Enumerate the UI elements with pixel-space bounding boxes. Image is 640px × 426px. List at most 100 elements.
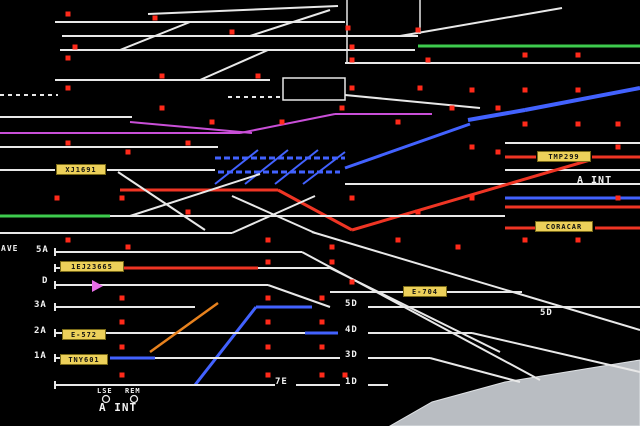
signal-marker[interactable] <box>119 372 125 378</box>
signal-marker[interactable] <box>417 85 423 91</box>
signal-marker[interactable] <box>159 105 165 111</box>
signal-marker[interactable] <box>469 195 475 201</box>
signal-marker[interactable] <box>349 279 355 285</box>
signal-marker[interactable] <box>119 195 125 201</box>
track-segment <box>193 306 258 386</box>
signal-marker[interactable] <box>329 259 335 265</box>
signal-marker[interactable] <box>319 319 325 325</box>
train-describer[interactable]: CORACAR <box>535 221 593 232</box>
signal-marker[interactable] <box>615 121 621 127</box>
signal-marker[interactable] <box>469 144 475 150</box>
signal-marker[interactable] <box>265 344 271 350</box>
signal-marker[interactable] <box>319 295 325 301</box>
train-describer[interactable]: E-572 <box>62 329 106 340</box>
signal-marker[interactable] <box>119 295 125 301</box>
train-describer[interactable]: TMP299 <box>537 151 591 162</box>
track-segment <box>274 149 319 185</box>
signal-marker[interactable] <box>265 237 271 243</box>
signal-marker[interactable] <box>349 57 355 63</box>
signal-marker[interactable] <box>469 87 475 93</box>
signal-marker[interactable] <box>495 149 501 155</box>
signal-marker[interactable] <box>255 73 261 79</box>
signal-marker[interactable] <box>265 319 271 325</box>
track-segment <box>129 121 253 134</box>
signal-marker[interactable] <box>615 144 621 150</box>
track-segment <box>302 151 346 185</box>
signal-marker[interactable] <box>265 372 271 378</box>
signal-marker[interactable] <box>65 55 71 61</box>
signal-marker[interactable] <box>125 149 131 155</box>
signal-marker[interactable] <box>319 372 325 378</box>
train-describer[interactable]: XJ1691 <box>56 164 106 175</box>
signal-marker[interactable] <box>159 73 165 79</box>
track-segment <box>311 231 640 331</box>
signal-marker[interactable] <box>425 57 431 63</box>
signal-marker[interactable] <box>522 121 528 127</box>
signal-marker[interactable] <box>185 209 191 215</box>
signal-marker[interactable] <box>185 140 191 146</box>
signal-marker[interactable] <box>449 105 455 111</box>
signal-marker[interactable] <box>495 105 501 111</box>
track-segment <box>344 122 471 170</box>
indicator-circle[interactable] <box>101 394 111 404</box>
signal-marker[interactable] <box>265 295 271 301</box>
signal-marker[interactable] <box>395 119 401 125</box>
signal-marker[interactable] <box>575 52 581 58</box>
signal-marker[interactable] <box>575 237 581 243</box>
signal-marker[interactable] <box>575 87 581 93</box>
track-segment <box>119 21 191 51</box>
signal-marker[interactable] <box>522 87 528 93</box>
track-segment <box>149 301 219 354</box>
train-describer[interactable]: E-704 <box>403 286 447 297</box>
signal-marker[interactable] <box>319 344 325 350</box>
signal-marker[interactable] <box>125 244 131 250</box>
signal-marker[interactable] <box>65 11 71 17</box>
signal-marker[interactable] <box>349 195 355 201</box>
signal-marker[interactable] <box>119 319 125 325</box>
signal-marker[interactable] <box>522 237 528 243</box>
track-segment <box>329 267 501 353</box>
signal-marker[interactable] <box>455 244 461 250</box>
signal-marker[interactable] <box>152 15 158 21</box>
track-segment <box>147 5 339 15</box>
signal-marker[interactable] <box>265 259 271 265</box>
indicator-circle[interactable] <box>129 394 139 404</box>
signal-marker[interactable] <box>54 195 60 201</box>
track-label: 5A <box>36 245 49 255</box>
track-segment <box>429 357 521 383</box>
signal-marker[interactable] <box>342 372 348 378</box>
track-label: 3A <box>34 300 47 310</box>
track-segment <box>231 195 316 234</box>
signal-marker[interactable] <box>615 195 621 201</box>
train-describer[interactable]: 1EJ23665 <box>60 261 124 272</box>
signal-marker[interactable] <box>209 119 215 125</box>
track-segment <box>344 94 481 109</box>
signal-marker[interactable] <box>522 52 528 58</box>
signal-marker[interactable] <box>395 237 401 243</box>
signal-marker[interactable] <box>279 119 285 125</box>
signal-marker[interactable] <box>229 29 235 35</box>
track-label: 1A <box>34 351 47 361</box>
signal-marker[interactable] <box>72 44 78 50</box>
track-segment <box>467 108 526 122</box>
track-label: 2A <box>34 326 47 336</box>
track-label: 7E <box>275 377 288 387</box>
train-describer[interactable]: TNY601 <box>60 354 108 365</box>
signal-marker[interactable] <box>329 244 335 250</box>
signal-marker[interactable] <box>575 121 581 127</box>
signal-marker[interactable] <box>339 105 345 111</box>
signal-marker[interactable] <box>415 209 421 215</box>
signal-marker[interactable] <box>65 237 71 243</box>
track-segment <box>351 158 591 232</box>
track-segment <box>244 149 289 185</box>
track-segment <box>277 188 353 232</box>
signal-marker[interactable] <box>345 25 351 31</box>
signal-marker[interactable] <box>65 140 71 146</box>
signal-marker[interactable] <box>65 85 71 91</box>
track-segment <box>524 86 640 112</box>
signal-marker[interactable] <box>349 44 355 50</box>
signal-marker[interactable] <box>415 27 421 33</box>
signal-marker[interactable] <box>119 344 125 350</box>
signal-marker[interactable] <box>349 85 355 91</box>
